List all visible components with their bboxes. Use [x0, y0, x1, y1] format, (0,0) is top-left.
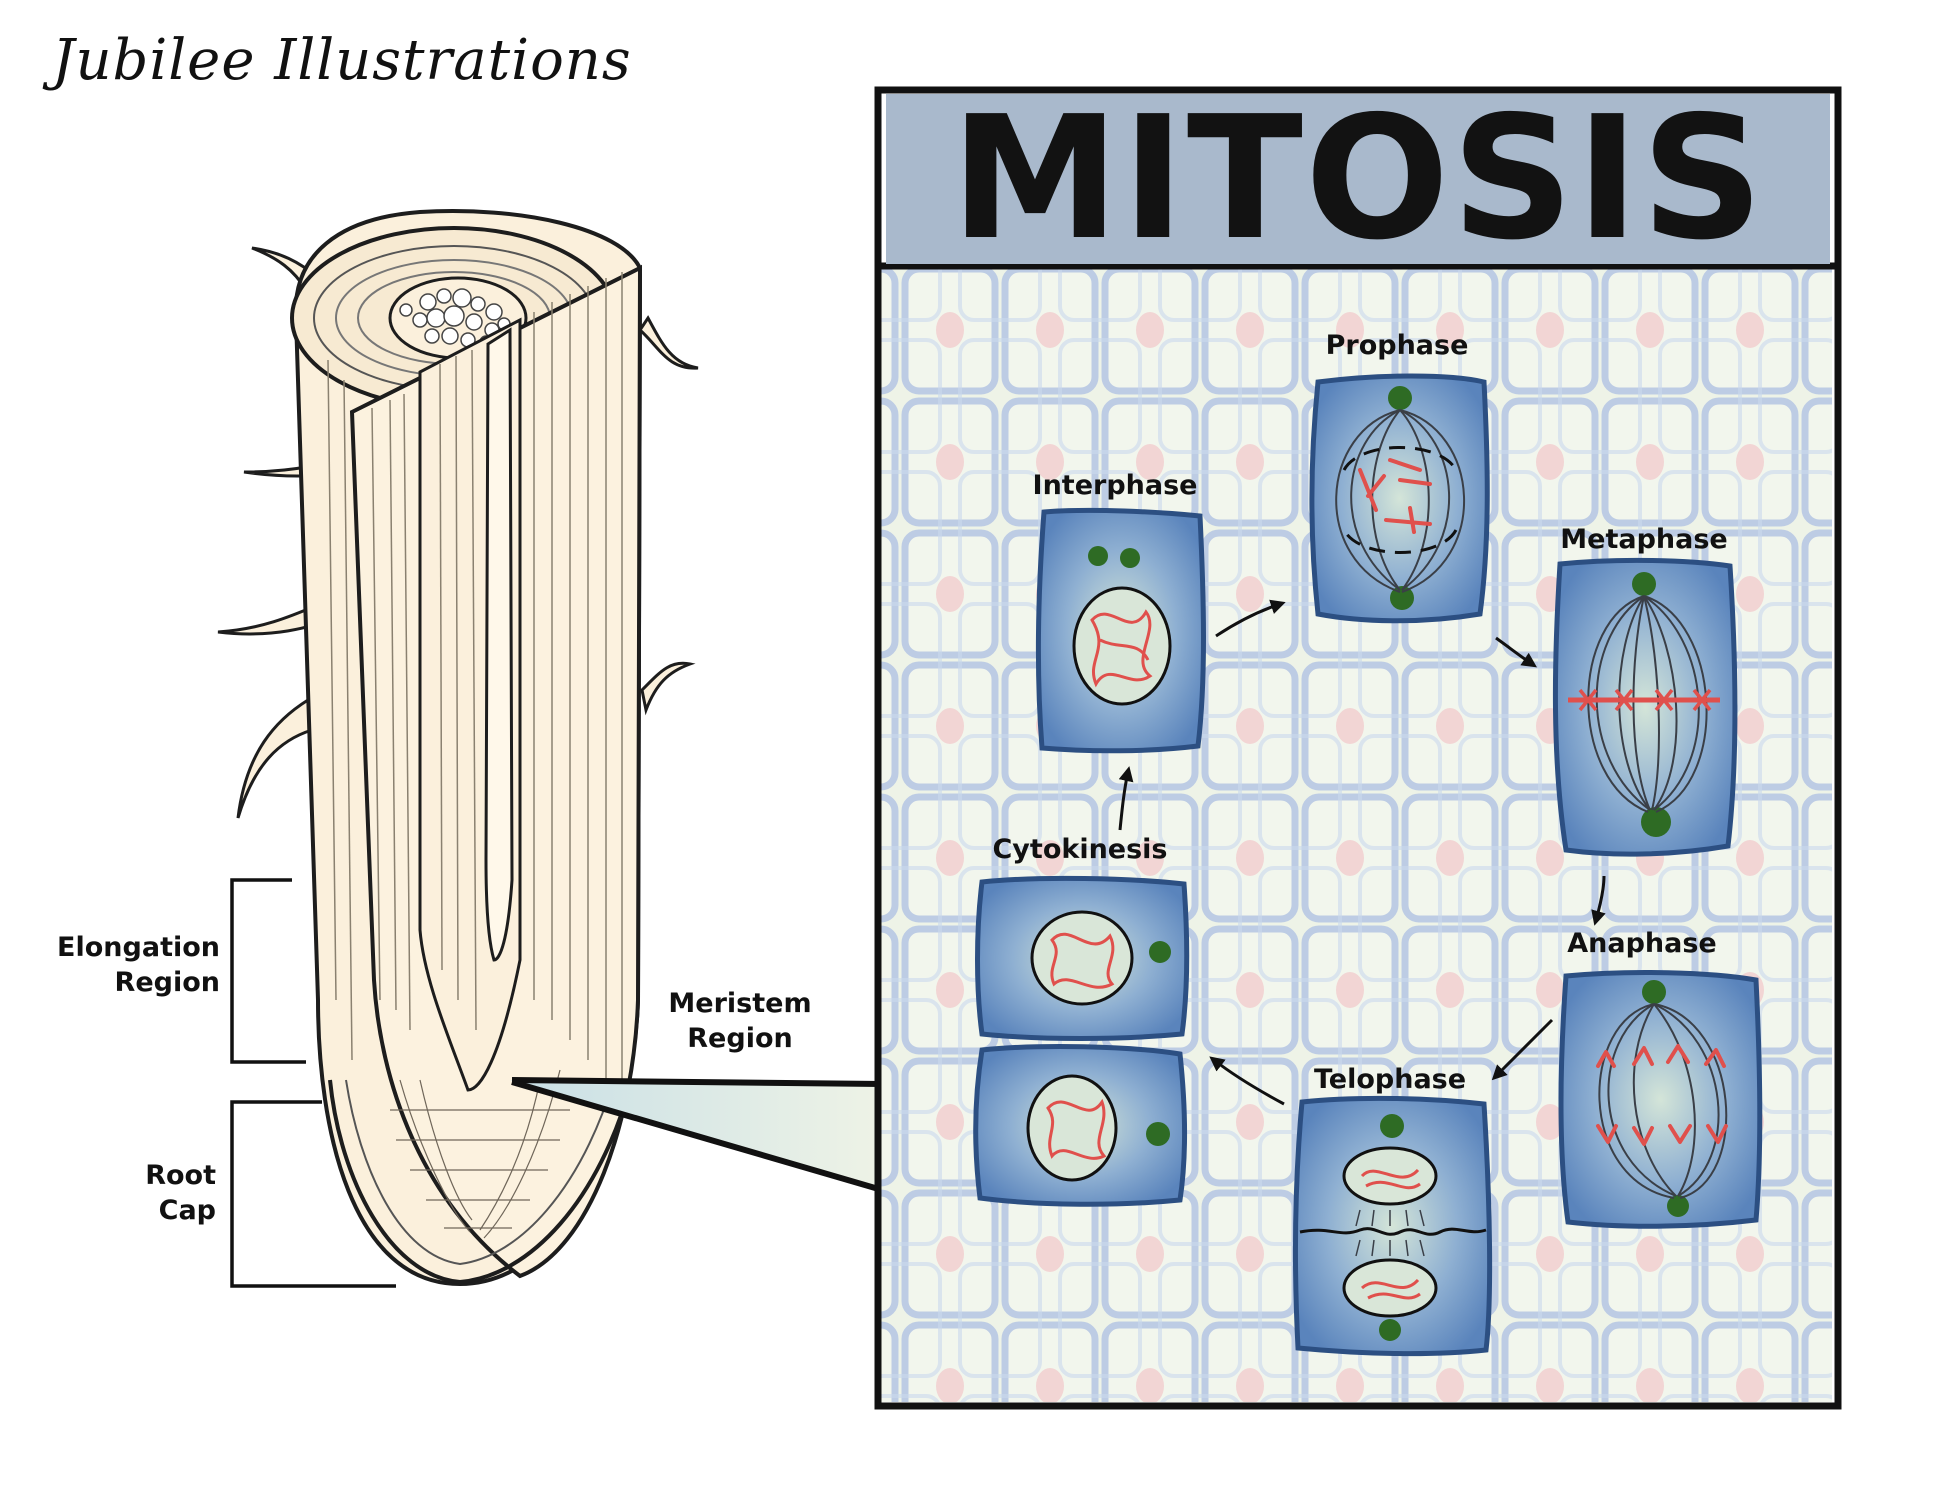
anaphase-cell [1558, 970, 1763, 1229]
label-prophase: Prophase [1325, 330, 1469, 361]
label-meristem-region: Meristem Region [668, 988, 812, 1054]
root-illustration [217, 209, 699, 1287]
arrow-cytokinesis-to-interphase [1118, 766, 1134, 831]
interphase-cell [1035, 507, 1206, 754]
cytokinesis-cells [973, 875, 1190, 1207]
label-root-cap: Root Cap [145, 1160, 216, 1226]
cycle-arrows [1118, 599, 1606, 1106]
arrow-anaphase-to-telophase [1491, 1018, 1554, 1081]
label-cytokinesis: Cytokinesis [992, 834, 1168, 865]
title-mitosis: MITOSIS [886, 80, 1830, 278]
credit-text: Jubilee Illustrations [52, 28, 632, 93]
arrow-interphase-to-prophase [1215, 599, 1286, 638]
prophase-cell [1309, 373, 1490, 624]
arrow-telophase-to-cytokinesis [1209, 1056, 1285, 1106]
label-telophase: Telophase [1313, 1064, 1467, 1095]
label-interphase: Interphase [1032, 470, 1198, 501]
label-elongation-region: Elongation Region [57, 932, 220, 998]
meristem-grid [390, 1069, 570, 1239]
root-striations [327, 272, 623, 1100]
label-anaphase: Anaphase [1567, 928, 1717, 959]
metaphase-cell [1552, 557, 1738, 857]
region-brackets [230, 878, 396, 1288]
arrow-prophase-to-metaphase [1495, 636, 1537, 668]
label-metaphase: Metaphase [1560, 524, 1728, 555]
arrow-metaphase-to-anaphase [1591, 875, 1606, 926]
telophase-cell [1292, 1095, 1493, 1357]
